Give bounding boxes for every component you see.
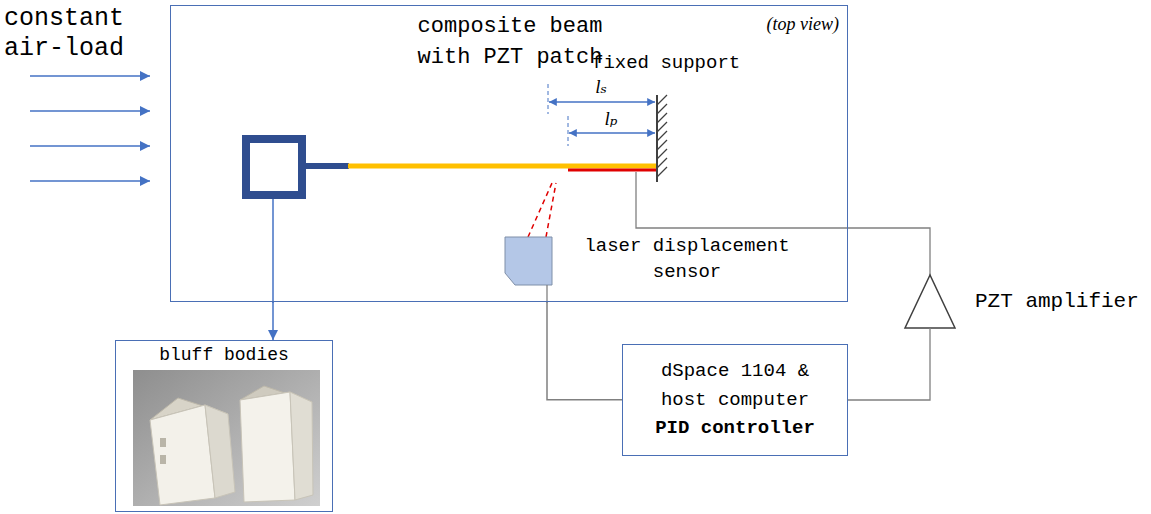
fixed-support-wall (656, 95, 658, 182)
bluff-body (246, 139, 302, 195)
hatch (657, 95, 667, 105)
hatch (657, 167, 667, 177)
hatch (657, 158, 667, 168)
pzt-wire (636, 172, 930, 275)
leader-line (272, 199, 274, 303)
air-arrow (30, 110, 150, 112)
view-note: (top view) (767, 14, 839, 36)
controller-box: dSpace 1104 & host computerPID controlle… (622, 344, 848, 456)
dimension-extension (568, 116, 569, 146)
photo-prism-side (205, 405, 235, 498)
hatching (657, 95, 667, 177)
photo-window (160, 455, 166, 464)
hatch (657, 140, 667, 150)
sensor-label: laser displacement sensor (580, 234, 794, 285)
hatch (657, 122, 667, 132)
sensor-wire (547, 302, 622, 400)
hatch (657, 149, 667, 159)
support-label: fixed support (592, 52, 752, 75)
amplifier-symbol (905, 275, 955, 328)
air-arrow (30, 180, 150, 182)
setup-frame: composite beam with PZT patch (top view) (170, 5, 848, 302)
amplifier-wire (848, 328, 930, 400)
air-load-arrows (30, 76, 150, 181)
air-arrow (30, 145, 150, 147)
amplifier-label: PZT amplifier (975, 289, 1147, 314)
bluff-stem (306, 163, 349, 169)
pzt-patch (568, 169, 656, 172)
laser-sensor (505, 237, 552, 285)
load-label: constant air-load (4, 4, 136, 64)
leader-arrow (272, 302, 274, 340)
sensor-wire (546, 285, 547, 303)
bluff-photo (133, 370, 320, 506)
photo-prism-front (150, 405, 215, 505)
photo-prism-front (240, 392, 295, 502)
box-heading: PID controller (637, 414, 833, 443)
hatch (657, 104, 667, 114)
beam-caption: composite beam with PZT patch (390, 12, 630, 74)
bluff-bodies-box: bluff bodies (115, 340, 333, 512)
photo-prism-side (290, 392, 313, 500)
dimension-line (549, 101, 655, 102)
dimension-extension (548, 84, 549, 114)
composite-beam (348, 164, 656, 169)
dimension-label: lₚ (596, 108, 626, 130)
box-text: dSpace 1104 & host computer (637, 357, 833, 414)
dimension-label: lₛ (586, 76, 616, 98)
laser-beam (528, 183, 552, 237)
box-title: bluff bodies (120, 343, 328, 367)
hatch (657, 113, 667, 123)
laser-beam (546, 183, 556, 237)
dimension-line (569, 132, 655, 133)
air-arrow (30, 75, 150, 77)
hatch (657, 131, 667, 141)
photo-window (160, 438, 166, 447)
